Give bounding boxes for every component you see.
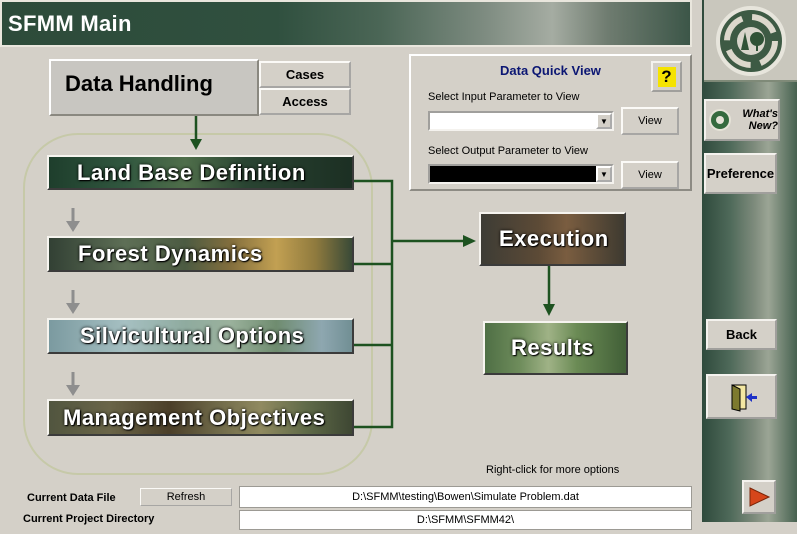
cases-label: Cases <box>285 67 325 82</box>
sfmm-logo <box>704 0 797 82</box>
data-file-path: D:\SFMM\testing\Bowen\Simulate Problem.d… <box>352 491 579 503</box>
cases-button[interactable]: Cases <box>259 61 351 88</box>
preference-label: Preference <box>706 166 775 181</box>
title-bar: SFMM Main <box>0 0 692 47</box>
right-click-hint: Right-click for more options <box>486 464 620 476</box>
data-handling-panel: Data Handling <box>49 59 259 116</box>
whats-new-button[interactable]: What's New? <box>704 99 780 141</box>
forest-dynamics-button[interactable]: Forest Dynamics <box>47 236 354 272</box>
output-parameter-value <box>430 170 433 182</box>
help-button[interactable]: ? <box>651 61 682 92</box>
next-arrow-icon <box>749 487 771 507</box>
forest-dynamics-label: Forest Dynamics <box>78 241 263 266</box>
input-parameter-label: Select Input Parameter to View <box>428 91 580 103</box>
data-quick-view-panel: Data Quick View ? Select Input Parameter… <box>409 54 692 191</box>
side-panel <box>702 0 797 522</box>
results-label: Results <box>511 335 594 360</box>
preference-button[interactable]: Preference <box>704 153 777 194</box>
quick-view-title: Data Quick View <box>500 63 601 78</box>
logo-emblem-icon <box>716 6 786 76</box>
exit-button[interactable] <box>706 374 777 419</box>
data-handling-title: Data Handling <box>65 71 213 96</box>
access-button[interactable]: Access <box>259 88 351 115</box>
refresh-button[interactable]: Refresh <box>140 488 232 506</box>
execution-label: Execution <box>499 226 609 251</box>
exit-door-icon <box>731 383 757 412</box>
globe-icon <box>709 109 731 131</box>
view-input-button[interactable]: View <box>621 107 679 135</box>
chevron-down-icon[interactable]: ▼ <box>596 113 612 129</box>
view-input-label: View <box>638 115 662 127</box>
help-icon: ? <box>657 66 676 87</box>
input-parameter-select[interactable]: ▼ <box>428 111 614 131</box>
silvicultural-options-label: Silvicultural Options <box>80 323 305 348</box>
project-directory-label: Current Project Directory <box>23 513 155 525</box>
next-button[interactable] <box>742 480 776 514</box>
project-directory-path: D:\SFMM\SFMM42\ <box>416 514 515 526</box>
management-objectives-button[interactable]: Management Objectives <box>47 399 354 436</box>
execution-button[interactable]: Execution <box>479 212 626 266</box>
land-base-label: Land Base Definition <box>77 159 306 185</box>
access-label: Access <box>282 94 328 109</box>
input-parameter-value <box>430 117 433 129</box>
data-file-path-field: D:\SFMM\testing\Bowen\Simulate Problem.d… <box>239 486 692 508</box>
refresh-label: Refresh <box>166 491 206 503</box>
whats-new-label: What's New? <box>742 108 778 132</box>
management-objectives-label: Management Objectives <box>63 404 326 430</box>
back-button[interactable]: Back <box>706 319 777 350</box>
output-parameter-label: Select Output Parameter to View <box>428 145 588 157</box>
chevron-down-icon[interactable]: ▼ <box>596 166 612 182</box>
view-output-label: View <box>638 169 662 181</box>
land-base-definition-button[interactable]: Land Base Definition <box>47 155 354 190</box>
output-parameter-select[interactable]: ▼ <box>428 164 614 184</box>
back-label: Back <box>725 327 758 342</box>
view-output-button[interactable]: View <box>621 161 679 189</box>
project-directory-field: D:\SFMM\SFMM42\ <box>239 510 692 530</box>
current-data-file-label: Current Data File <box>27 492 116 504</box>
results-button[interactable]: Results <box>483 321 628 375</box>
window-title: SFMM Main <box>8 11 132 36</box>
silvicultural-options-button[interactable]: Silvicultural Options <box>47 318 354 354</box>
